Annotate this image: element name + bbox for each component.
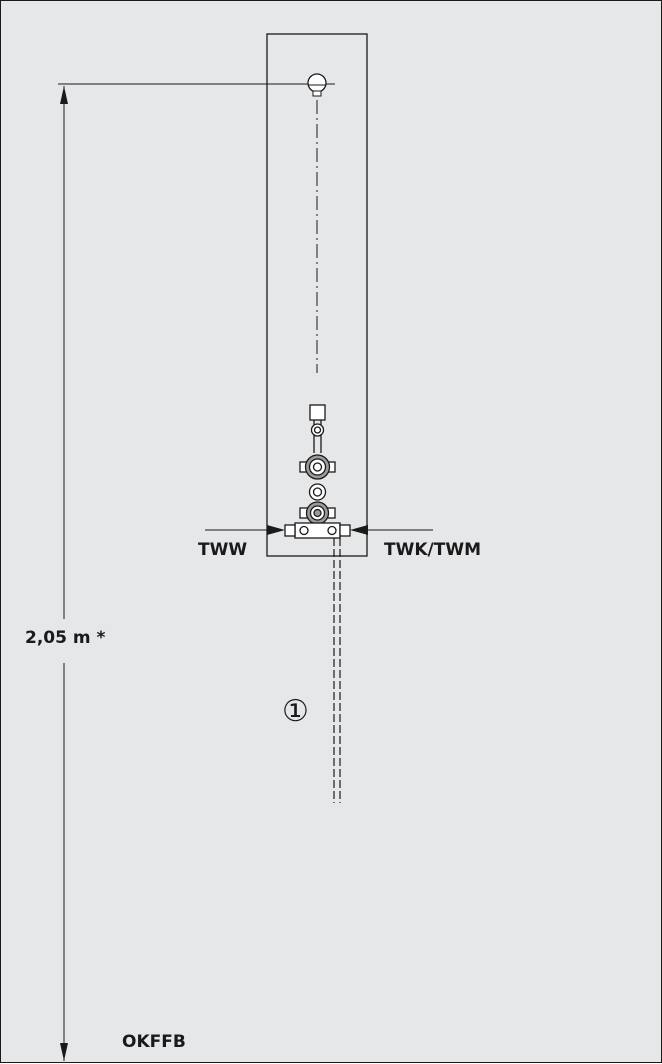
- shower-head-icon: [307, 73, 327, 97]
- cold-water-label: TWK/TWM: [384, 540, 481, 560]
- cold-water-arrow-head: [350, 525, 368, 535]
- hot-water-arrow-head: [267, 525, 285, 535]
- hot-water-label: TWW: [198, 540, 248, 560]
- dimension-arrow-top: [60, 86, 68, 104]
- thermostatic-mixer-icon: [284, 404, 351, 539]
- floor-level-label: OKFFB: [122, 1032, 186, 1052]
- wall-panel: [266, 33, 368, 557]
- dimension-arrow-bottom: [60, 1043, 68, 1061]
- callout-number: ①: [282, 694, 309, 729]
- height-dimension-label: 2,05 m *: [25, 628, 106, 648]
